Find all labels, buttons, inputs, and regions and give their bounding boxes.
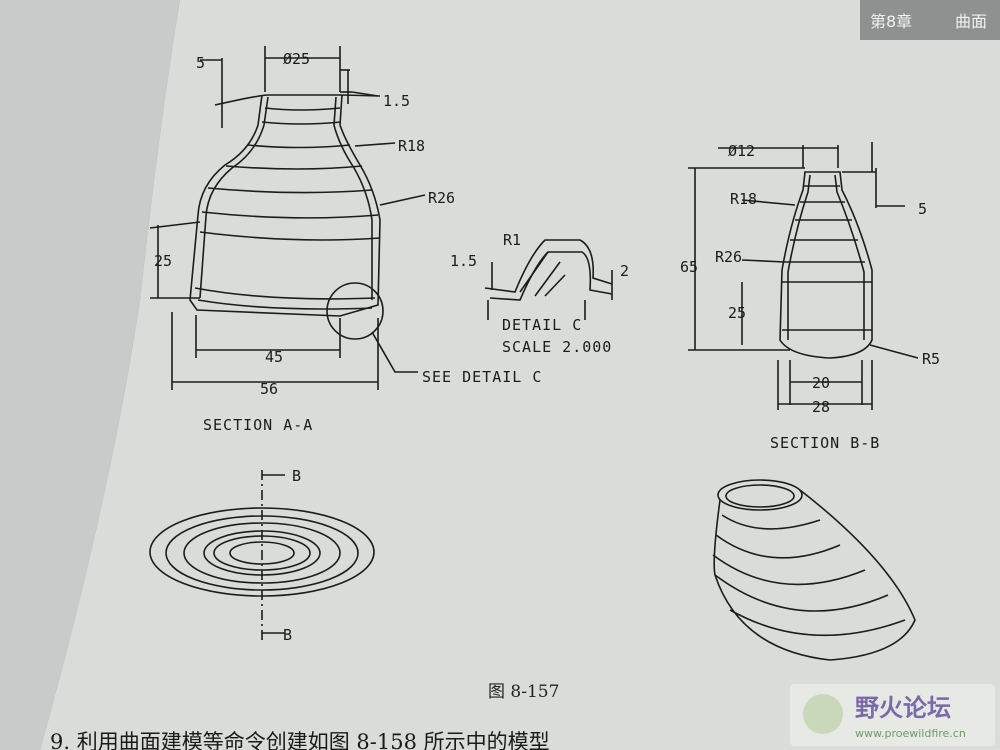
- dim-r26-bb: R26: [715, 248, 742, 266]
- dim-2-detail: 2: [620, 262, 629, 280]
- dim-1-5-detail: 1.5: [450, 252, 477, 270]
- exercise-text: 9. 利用曲面建模等命令创建如图 8-158 所示中的模型: [50, 730, 550, 750]
- chapter-header-bar: [860, 0, 1000, 40]
- dim-r18-bb: R18: [730, 190, 757, 208]
- section-aa-title: SECTION A-A: [203, 416, 313, 434]
- detail-c-drawing: [484, 239, 613, 320]
- dim-56: 56: [260, 380, 278, 398]
- chapter-topic: 曲面: [955, 12, 987, 31]
- watermark-title: 野火论坛: [855, 694, 951, 722]
- dim-25-aa: 25: [154, 252, 172, 270]
- section-marker-b-top: B: [292, 467, 301, 485]
- dim-1-5-aa: 1.5: [383, 92, 410, 110]
- section-bb-drawing: [688, 142, 919, 410]
- dim-r18-aa: R18: [398, 137, 425, 155]
- facing-page: [0, 0, 180, 750]
- dim-r1: R1: [503, 231, 521, 249]
- dim-20: 20: [812, 374, 830, 392]
- figure-caption: 图 8-157: [488, 682, 559, 702]
- dim-dia25: Ø25: [283, 50, 310, 68]
- see-detail-label: SEE DETAIL C: [422, 368, 542, 386]
- dim-5-bb: 5: [918, 200, 927, 218]
- dim-45: 45: [265, 348, 283, 366]
- watermark-url: www.proewildfire.cn: [855, 727, 966, 740]
- dim-25-bb: 25: [728, 304, 746, 322]
- section-bb-title: SECTION B-B: [770, 434, 880, 452]
- dim-r26-aa: R26: [428, 189, 455, 207]
- watermark-logo: [803, 694, 843, 734]
- section-marker-b-bottom: B: [283, 626, 292, 644]
- dim-r5: R5: [922, 350, 940, 368]
- watermark-box: [790, 684, 995, 746]
- top-view-drawing: [149, 470, 375, 640]
- dim-5-aa: 5: [196, 54, 205, 72]
- dim-28: 28: [812, 398, 830, 416]
- detail-c-title: DETAIL C: [502, 316, 582, 334]
- dim-dia12: Ø12: [728, 142, 755, 160]
- isometric-view-drawing: [712, 479, 916, 661]
- chapter-label: 第8章: [870, 12, 912, 31]
- detail-c-scale: SCALE 2.000: [502, 338, 612, 356]
- dim-65: 65: [680, 258, 698, 276]
- section-aa-drawing: [149, 46, 426, 390]
